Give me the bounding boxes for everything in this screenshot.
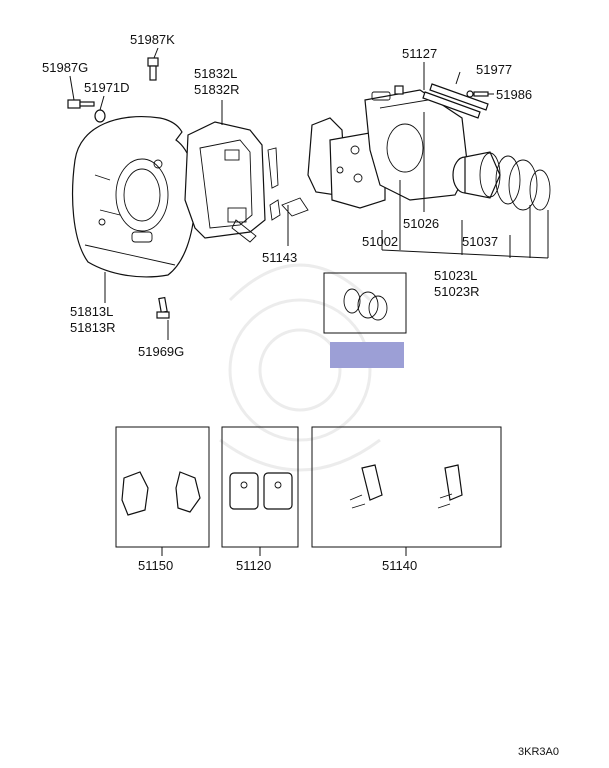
box-51140	[311, 426, 502, 548]
bolt-51987K	[147, 57, 159, 81]
label-51026: 51026	[403, 216, 439, 231]
label-51140: 51140	[382, 558, 417, 573]
label-51987K: 51987K	[130, 32, 175, 47]
label-51832R: 51832R	[194, 82, 240, 97]
highlight-box	[330, 342, 404, 368]
label-51987G: 51987G	[42, 60, 88, 75]
bolt-51987G	[67, 99, 95, 109]
piston-and-seals	[452, 151, 551, 211]
label-51986: 51986	[496, 87, 532, 102]
label-51143: 51143	[262, 250, 297, 265]
seal-kit-box	[323, 272, 407, 334]
slide-pins	[394, 83, 489, 119]
anti-squeal-shims	[121, 471, 201, 516]
caliper-mounting-bracket	[184, 121, 266, 243]
label-51120: 51120	[236, 558, 271, 573]
label-51150: 51150	[138, 558, 173, 573]
diagram-code: 3KR3A0	[518, 746, 559, 758]
watermark-emblem	[219, 263, 381, 472]
bolt-51969G	[156, 296, 170, 319]
pad-support-plates	[267, 147, 309, 221]
label-51969G: 51969G	[138, 344, 184, 359]
label-51813L: 51813L	[70, 304, 113, 319]
caliper-cylinder	[364, 89, 469, 201]
label-51023L: 51023L	[434, 268, 477, 283]
label-51977: 51977	[476, 62, 512, 77]
label-51971D: 51971D	[84, 80, 130, 95]
label-51832L: 51832L	[194, 66, 237, 81]
label-51023R: 51023R	[434, 284, 480, 299]
washer-51971D	[94, 109, 106, 123]
label-51037: 51037	[462, 234, 498, 249]
seal-kit-rings	[343, 288, 388, 321]
disc-brake-pad-set	[229, 472, 293, 510]
leader-lines	[69, 47, 549, 556]
label-51127: 51127	[402, 46, 437, 61]
dust-shield	[72, 116, 197, 278]
pad-fitting-kit	[349, 464, 463, 509]
label-51002: 51002	[362, 234, 398, 249]
label-51813R: 51813R	[70, 320, 116, 335]
